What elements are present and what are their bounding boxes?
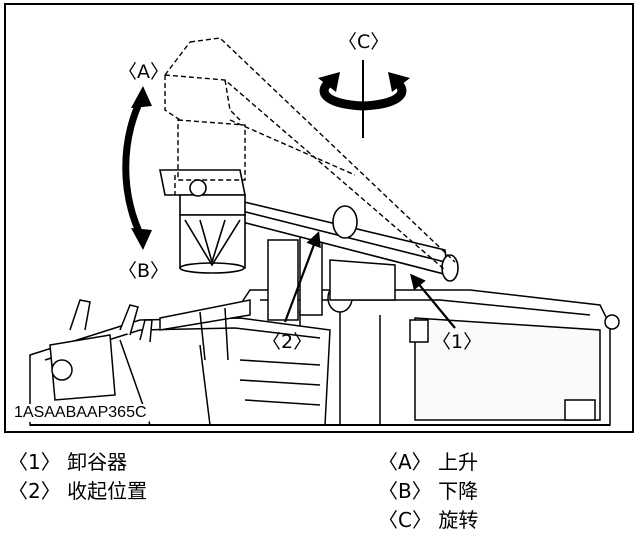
leader-2 — [283, 231, 321, 323]
label-2: 〈2〉 — [262, 331, 313, 353]
label-1: 〈1〉 — [432, 331, 483, 353]
legend-item-b: 〈B〉 下降 — [378, 479, 479, 503]
legend-item-2: 〈2〉 收起位置 — [8, 479, 148, 503]
combine-auger-illustration — [4, 3, 634, 433]
auger-support — [267, 224, 396, 321]
legend-item-c: 〈C〉 旋转 — [378, 508, 479, 532]
callout-leaders — [283, 231, 456, 329]
combine-body — [29, 289, 620, 426]
rotation-symbol — [318, 60, 410, 138]
label-b: 〈B〉 — [118, 260, 170, 282]
label-a: 〈A〉 — [118, 61, 169, 83]
image-code: 1ASAABAAP365C — [12, 404, 149, 422]
grain-auger-raised — [164, 37, 456, 271]
lift-arrow — [122, 86, 152, 250]
legend-item-a: 〈A〉 上升 — [378, 450, 479, 474]
legend-item-1: 〈1〉 卸谷器 — [8, 450, 128, 474]
grain-auger-stowed — [159, 169, 459, 282]
leader-1 — [410, 273, 456, 329]
label-c: 〈C〉 — [338, 31, 390, 53]
